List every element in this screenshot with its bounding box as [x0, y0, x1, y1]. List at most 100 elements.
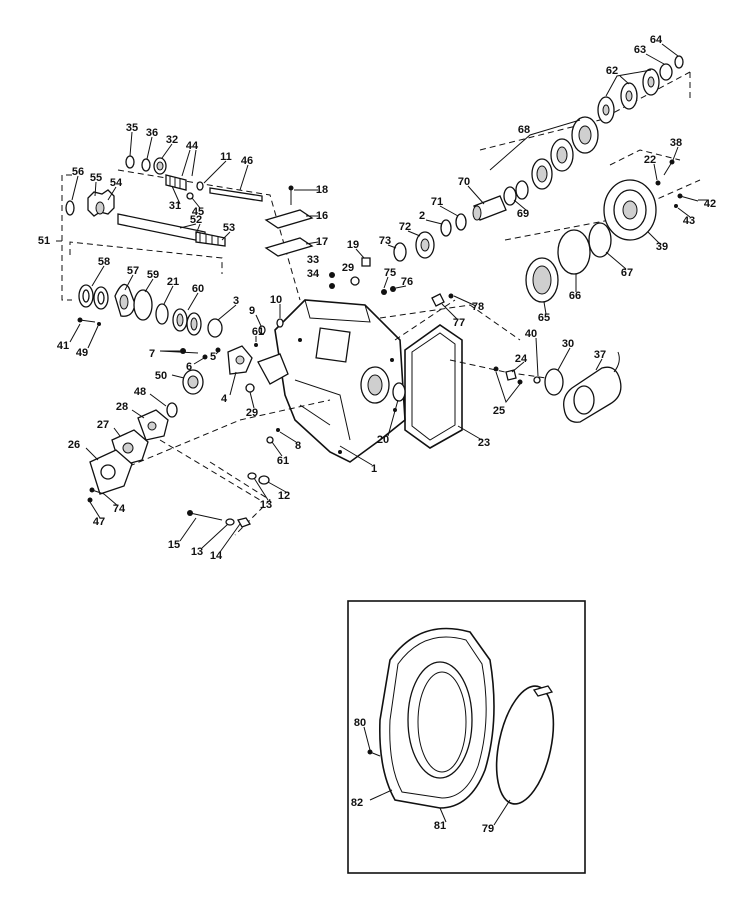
leader-67 [605, 251, 627, 270]
leader-47 [89, 501, 101, 519]
shaft-70-end [472, 205, 482, 221]
callout-4: 4 [221, 393, 228, 405]
pump-hub-39 [622, 200, 638, 220]
guide-seal-group [69, 241, 223, 274]
screw-25a [493, 366, 499, 372]
housing-fittings [254, 257, 371, 444]
callout-48: 48 [134, 386, 146, 398]
callout-54: 54 [110, 177, 123, 189]
callout-56: 56 [72, 166, 84, 178]
rod-46 [209, 187, 263, 202]
leader-75 [383, 276, 389, 289]
callout-20: 20 [377, 434, 389, 446]
gear-ring-65-inner [532, 265, 552, 295]
housing-rib-2 [299, 404, 331, 426]
bolt-15-head [187, 510, 193, 516]
callout-43: 43 [683, 215, 695, 227]
callout-69: 69 [517, 208, 529, 220]
bearing-32-inner [156, 161, 164, 171]
pin-11 [196, 181, 204, 191]
nut-29b [245, 383, 255, 393]
callout-14: 14 [210, 550, 223, 562]
leader-77 [441, 303, 459, 321]
callout-75: 75 [384, 267, 396, 279]
seal-bearing-row [78, 283, 223, 338]
leader-70 [467, 185, 485, 205]
callout-81: 81 [434, 820, 446, 832]
gasket-20 [392, 382, 406, 402]
bearing-60b-inner [190, 317, 198, 331]
guide-bottom-2 [159, 439, 261, 501]
leader-6 [193, 357, 205, 365]
callout-59: 59 [147, 269, 159, 281]
screw-38 [663, 161, 673, 176]
spring-31 [165, 174, 187, 191]
pin-61b [266, 436, 274, 444]
leader-39 [647, 231, 661, 245]
callout-17: 17 [316, 236, 328, 248]
leader-8 [279, 431, 297, 443]
plate-62b-hole [625, 90, 633, 102]
clutch-68b-inner [556, 146, 568, 164]
guide-cover [394, 299, 456, 341]
o-ring-10 [276, 318, 284, 328]
callout-66: 66 [569, 290, 581, 302]
fitting-19 [361, 257, 371, 267]
plug-34 [329, 283, 335, 289]
plug-33 [329, 272, 335, 278]
leader-48 [149, 393, 167, 407]
leader-62 [605, 69, 652, 97]
leader-79 [493, 799, 511, 826]
callout-6: 6 [186, 361, 192, 373]
screw-42 [679, 195, 699, 202]
callout-13: 13 [191, 546, 203, 558]
screw-61a [254, 343, 258, 347]
callout-50: 50 [155, 370, 167, 382]
leader-46 [239, 164, 249, 191]
callout-21: 21 [167, 276, 179, 288]
callout-64: 64 [650, 34, 663, 46]
leader-31 [171, 185, 181, 205]
lower-left-cover-group [77, 317, 204, 503]
callout-41: 41 [57, 340, 69, 352]
leader-73 [387, 244, 397, 249]
bottom-hardware [187, 472, 270, 528]
housing-bolt-2 [390, 358, 394, 362]
callout-28: 28 [116, 401, 128, 413]
seal-58b-inner [97, 291, 105, 305]
callout-45: 45 [192, 206, 204, 218]
bracket-51 [61, 174, 72, 301]
callout-76: 76 [401, 276, 413, 288]
callout-39: 39 [656, 241, 668, 253]
ring-3 [207, 318, 223, 338]
gasket-28-hole [147, 421, 157, 431]
leader-44b [191, 149, 197, 177]
input-shaft-assembly [65, 189, 226, 247]
callout-61: 61 [252, 326, 264, 338]
callout-79: 79 [482, 823, 494, 835]
nut-5 [215, 347, 221, 353]
callout-22: 22 [644, 154, 656, 166]
callout-24: 24 [515, 353, 528, 365]
callout-60: 60 [192, 283, 204, 295]
leader-13b [201, 523, 229, 549]
callout-65: 65 [538, 312, 550, 324]
callout-10: 10 [270, 294, 282, 306]
leader-32 [161, 143, 173, 159]
callout-36: 36 [146, 127, 158, 139]
cover-26-boss [100, 464, 116, 480]
lever-bracket [257, 353, 289, 385]
washer-36 [141, 158, 151, 172]
washer-47 [87, 497, 93, 503]
leader-2 [425, 219, 443, 225]
pump-assembly [525, 159, 699, 303]
inset-frame [347, 600, 586, 874]
o-ring-21 [155, 303, 169, 325]
leader-76 [395, 285, 407, 289]
callout-31: 31 [169, 200, 181, 212]
leader-63 [645, 53, 665, 65]
retainer-57-hole [119, 294, 129, 310]
callout-63: 63 [634, 44, 646, 56]
leader-22 [653, 163, 658, 181]
